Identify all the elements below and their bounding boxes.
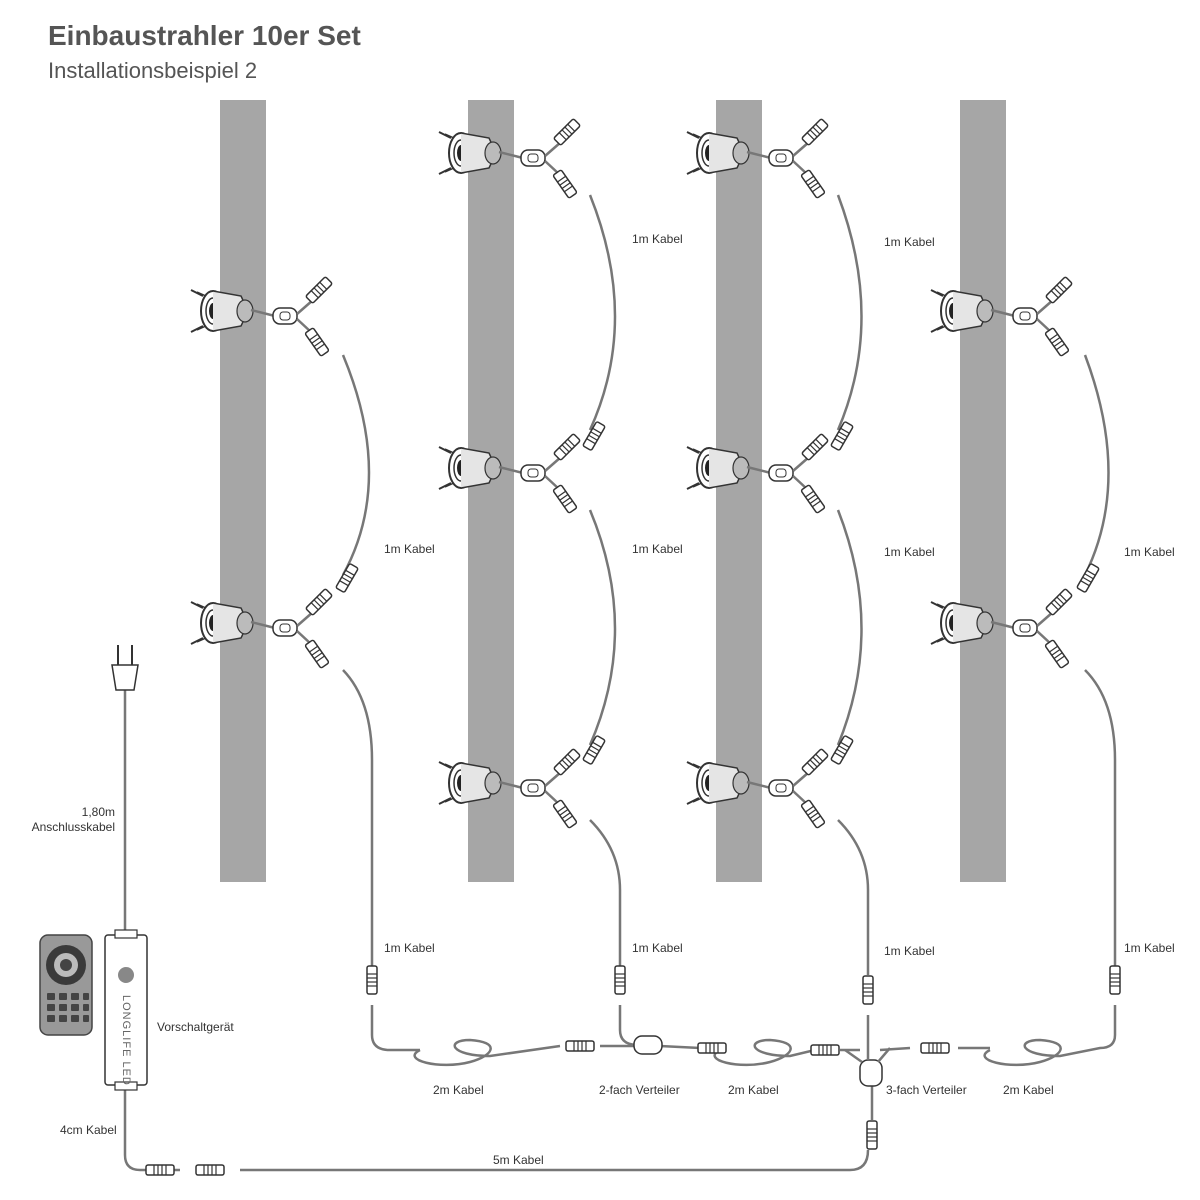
- splitter-2: [633, 1035, 663, 1055]
- label-1m-c3a: 1m Kabel: [884, 235, 935, 249]
- label-4cm: 4cm Kabel: [60, 1123, 117, 1137]
- label-splitter-2: 2-fach Verteiler: [599, 1083, 680, 1097]
- label-1m-c2a: 1m Kabel: [632, 232, 683, 246]
- label-2m-b: 2m Kabel: [728, 1083, 779, 1097]
- label-2m-a: 2m Kabel: [433, 1083, 484, 1097]
- label-1m-c3c: 1m Kabel: [884, 944, 935, 958]
- beam-2: [468, 100, 514, 882]
- power-plug: [111, 645, 139, 691]
- splitter-3: [859, 1059, 883, 1087]
- page-title: Einbaustrahler 10er Set: [48, 20, 361, 51]
- label-connection-cable: Anschlusskabel: [32, 820, 115, 834]
- label-5m: 5m Kabel: [493, 1153, 544, 1167]
- cables: [123, 194, 1117, 1172]
- label-1m-c1b: 1m Kabel: [384, 941, 435, 955]
- label-1m-c3b: 1m Kabel: [884, 545, 935, 559]
- label-1m-c2c: 1m Kabel: [632, 941, 683, 955]
- label-1m-c1a: 1m Kabel: [384, 542, 435, 556]
- label-splitter-3: 3-fach Verteiler: [886, 1083, 967, 1097]
- label-connection-length: 1,80m: [82, 805, 115, 819]
- label-1m-c4a: 1m Kabel: [1124, 545, 1175, 559]
- label-2m-c: 2m Kabel: [1003, 1083, 1054, 1097]
- remote-control: [39, 934, 93, 1036]
- label-1m-c2b: 1m Kabel: [632, 542, 683, 556]
- driver-brand: LONGLIFE LED: [120, 995, 132, 1086]
- driver-unit: [104, 929, 148, 1091]
- page-subtitle: Installationsbeispiel 2: [48, 58, 258, 83]
- beam-1: [220, 100, 266, 882]
- beam-4: [960, 100, 1006, 882]
- beam-3: [716, 100, 762, 882]
- label-1m-c4b: 1m Kabel: [1124, 941, 1175, 955]
- label-driver: Vorschaltgerät: [157, 1020, 234, 1034]
